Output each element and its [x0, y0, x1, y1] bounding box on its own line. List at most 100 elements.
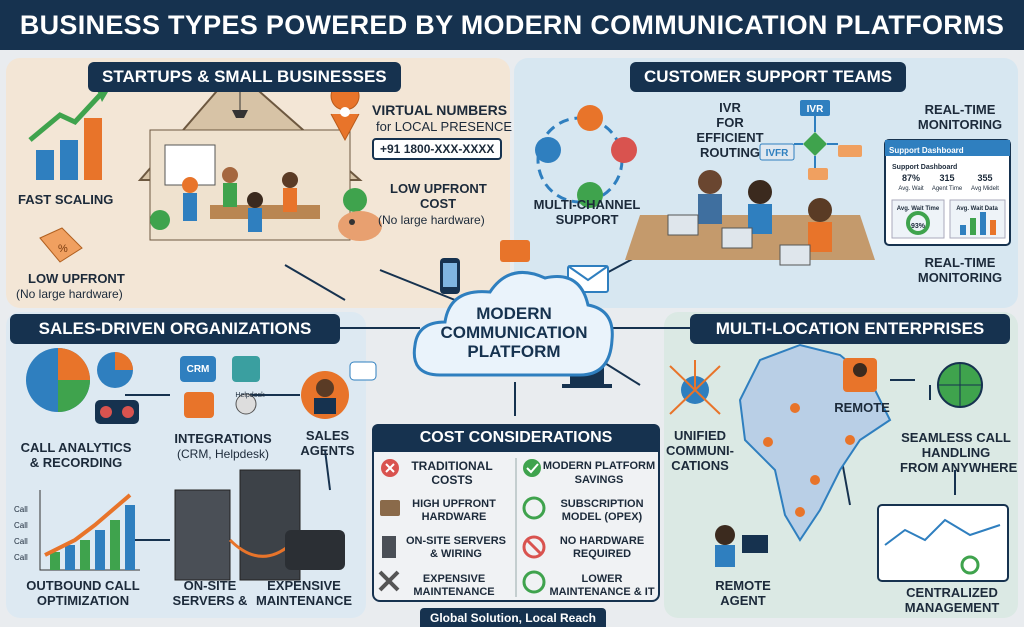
flow-ivfr-node: IVFR [765, 148, 789, 159]
seamless-label: SEAMLESS CALL [901, 430, 1011, 445]
page-title: BUSINESS TYPES POWERED BY MODERN COMMUNI… [0, 0, 1024, 50]
remote-label: REMOTE [834, 400, 890, 415]
remote-agent-icon [715, 525, 768, 567]
svg-text:%: % [58, 243, 68, 255]
analytics-charts-icon [26, 348, 139, 424]
cost-trad-2: ON-SITE SERVERS [405, 535, 507, 547]
unified-label-3: CATIONS [671, 458, 729, 473]
virtual-numbers-label: VIRTUAL NUMBERS [372, 102, 508, 118]
phone-number-badge: +91 1800-XXX-XXXX [372, 138, 503, 160]
helpdesk-badge: Helpdesk [235, 392, 265, 399]
ivr-label-3: EFFICIENT [696, 130, 764, 145]
dash-card-1-label: Avg. Wait Time [896, 206, 940, 212]
outbound-label-2: OPTIMIZATION [36, 593, 130, 608]
remote-person-icon [843, 358, 877, 392]
crm-badge: CRM [186, 364, 210, 375]
platform-line-1: MODERN [476, 304, 552, 323]
server-rack-illustration [174, 469, 345, 581]
connector-arrows [125, 254, 956, 541]
dash-stat-1-value: 87% [901, 173, 920, 183]
dashboard-title: Support Dashboard [889, 146, 964, 155]
unified-label-2: COMMUNI- [666, 443, 734, 458]
sales-header: SALES-DRIVEN ORGANIZATIONS [10, 314, 340, 344]
chart-label-4: Call [14, 553, 28, 562]
globe-icon [937, 362, 983, 408]
call-analytics-label: CALL ANALYTICS [20, 440, 132, 455]
traditional-costs-label: TRADITIONAL [411, 459, 493, 473]
integrations-label: INTEGRATIONS [174, 431, 272, 446]
dashboard-subtitle: Support Dashboard [892, 164, 958, 171]
unified-label: UNIFIED [674, 428, 726, 443]
chart-label-1: Call [14, 505, 28, 514]
dash-card-1-value: 93% [910, 223, 925, 230]
call-analytics-label-2: & RECORDING [29, 455, 123, 470]
expensive-maint-label: EXPENSIVE [267, 578, 341, 593]
cost-modern-3: LOWER [581, 573, 623, 585]
integrations-icons [180, 356, 260, 418]
low-upfront-cost-sub: (No large hardware) [378, 213, 485, 227]
cost-trad-1: HIGH UPFRONT [412, 498, 496, 510]
virtual-numbers-sub: for LOCAL PRESENCE [376, 119, 513, 134]
cost-modern-1b: MODEL (OPEX) [561, 511, 643, 523]
seamless-label-3: FROM ANYWHERE [900, 460, 1018, 475]
startups-header: STARTUPS & SMALL BUSINESSES [88, 62, 401, 92]
flow-ivr-node: IVR [806, 104, 824, 115]
multi-location-header: MULTI-LOCATION ENTERPRISES [690, 314, 1010, 344]
modern-savings-label: MODERN PLATFORM [542, 460, 656, 472]
cost-modern-3b: MAINTENANCE & IT [549, 586, 655, 598]
multi-channel-label: MULTI-CHANNEL [533, 197, 641, 212]
ivr-flow-diagram [759, 100, 862, 180]
central-dashboard-graphic [877, 504, 1009, 582]
support-dashboard-graphic [884, 139, 1011, 246]
dash-stat-1-label: Avg. Wait [898, 186, 924, 192]
realtime-bottom-label-2: MONITORING [917, 270, 1003, 285]
outbound-bar-chart [39, 490, 140, 571]
cost-trad-3b: MAINTENANCE [413, 586, 495, 598]
channel-cycle-icon [535, 105, 637, 208]
platform-label: MODERN COMMUNICATION PLATFORM [416, 304, 612, 361]
onsite-servers-label: ON-SITE [183, 578, 237, 593]
cost-trad-3: EXPENSIVE [422, 573, 486, 585]
platform-line-2: COMMUNICATION [440, 323, 588, 342]
centralized-label-2: MANAGEMENT [904, 600, 1000, 615]
ivr-label-4: ROUTING [700, 145, 760, 160]
expensive-maint-label-2: MAINTENANCE [255, 593, 353, 608]
cost-modern-2: NO HARDWARE [559, 535, 645, 547]
platform-line-3: PLATFORM [467, 342, 561, 361]
ivr-label-1: IVR [719, 100, 741, 115]
low-upfront-cost-label: LOW UPFRONT [390, 181, 487, 196]
cost-icons [378, 458, 546, 597]
cost-modern-1: SUBSCRIPTION [560, 498, 644, 510]
support-agents-illustration [625, 170, 875, 266]
dash-stat-2-label: Agent Time [931, 186, 963, 192]
remote-agent-label-2: AGENT [720, 593, 766, 608]
outbound-label: OUTBOUND CALL [26, 578, 140, 593]
fast-scaling-label: FAST SCALING [18, 192, 114, 207]
piggy-bank-icon [338, 211, 382, 241]
traditional-costs-label-2: COSTS [431, 473, 473, 487]
sales-agents-label-2: AGENTS [300, 443, 355, 458]
dash-stat-3-value: 355 [977, 173, 993, 183]
low-upfront-sub: (No large hardware) [16, 287, 123, 301]
modern-savings-label-2: SAVINGS [574, 474, 624, 486]
centralized-label: CENTRALIZED [906, 585, 998, 600]
cost-trad-2b: & WIRING [430, 548, 482, 560]
chart-label-2: Call [14, 521, 28, 530]
realtime-top-label-2: MONITORING [917, 117, 1003, 132]
footer-tagline: Global Solution, Local Reach [420, 608, 606, 627]
remote-agent-label: REMOTE [715, 578, 771, 593]
integrations-sub: (CRM, Helpdesk) [176, 447, 269, 461]
cost-modern-2b: REQUIRED [572, 548, 632, 560]
multi-channel-label-2: SUPPORT [555, 212, 619, 227]
low-upfront-cost-label-2: COST [420, 196, 457, 211]
price-tag-icon: % [39, 227, 83, 263]
cost-trad-1b: HARDWARE [421, 511, 487, 523]
onsite-servers-label-2: SERVERS & [172, 593, 248, 608]
growth-bars-icon [28, 88, 108, 180]
cloud-shape [412, 270, 614, 377]
office-room-illustration [137, 68, 367, 241]
low-upfront-label: LOW UPFRONT [28, 271, 125, 286]
support-header: CUSTOMER SUPPORT TEAMS [630, 62, 907, 92]
realtime-bottom-label: REAL-TIME [924, 255, 996, 270]
